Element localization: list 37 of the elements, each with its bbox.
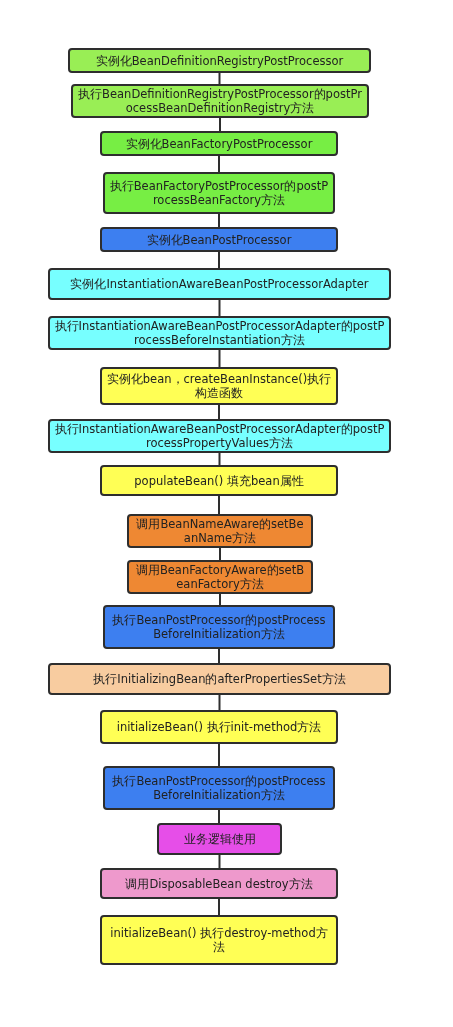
connector-line xyxy=(219,117,221,132)
process-box: 执行BeanPostProcessor的postProcessBeforeInitialization方法 xyxy=(103,605,335,649)
connector-line xyxy=(218,898,220,916)
process-box: 实例化BeanFactoryPostProcessor xyxy=(100,131,338,156)
connector-line xyxy=(219,593,221,606)
process-box: initializeBean() 执行destroy-method方法 xyxy=(100,915,338,965)
connector-line xyxy=(218,694,221,711)
connector-line xyxy=(218,251,220,269)
connector-line xyxy=(218,809,220,824)
process-box: 调用BeanFactoryAware的setBeanFactory方法 xyxy=(127,560,313,594)
process-box: 实例化BeanPostProcessor xyxy=(100,227,338,252)
connector-line xyxy=(218,213,220,228)
process-box: initializeBean() 执行init-method方法 xyxy=(100,710,338,744)
process-box: 执行InstantiationAwareBeanPostProcessorAdapter的postProcessBeforeInstantiation方法 xyxy=(48,316,391,350)
process-box: 调用DisposableBean destroy方法 xyxy=(100,868,338,899)
connector-line xyxy=(218,495,220,515)
process-box: 执行BeanPostProcessor的postProcessBeforeInitialization方法 xyxy=(103,766,335,810)
connector-line xyxy=(219,547,221,561)
process-box: 调用BeanNameAware的setBeanName方法 xyxy=(127,514,313,548)
process-box: 业务逻辑使用 xyxy=(157,823,282,855)
connector-line xyxy=(218,299,221,317)
connector-line xyxy=(218,743,220,767)
connector-line xyxy=(218,72,221,85)
process-box: 执行InitializingBean的afterPropertiesSet方法 xyxy=(48,663,391,695)
process-box: 执行InstantiationAwareBeanPostProcessorAdapter的postProcessPropertyValues方法 xyxy=(48,419,391,453)
connector-line xyxy=(218,349,221,368)
connector-line xyxy=(218,155,220,173)
connector-line xyxy=(218,404,220,420)
process-box: 实例化InstantiationAwareBeanPostProcessorAdapter xyxy=(48,268,391,300)
connector-line xyxy=(218,648,220,664)
connector-line xyxy=(218,452,221,466)
process-box: 执行BeanDefinitionRegistryPostProcessor的postProcessBeanDefinitionRegistry方法 xyxy=(71,84,369,118)
process-box: 实例化bean，createBeanInstance()执行构造函数 xyxy=(100,367,338,405)
connector-line xyxy=(218,854,221,869)
process-box: populateBean() 填充bean属性 xyxy=(100,465,338,496)
process-box: 实例化BeanDefinitionRegistryPostProcessor xyxy=(68,48,371,73)
process-box: 执行BeanFactoryPostProcessor的postProcessBeanFactory方法 xyxy=(103,172,335,214)
